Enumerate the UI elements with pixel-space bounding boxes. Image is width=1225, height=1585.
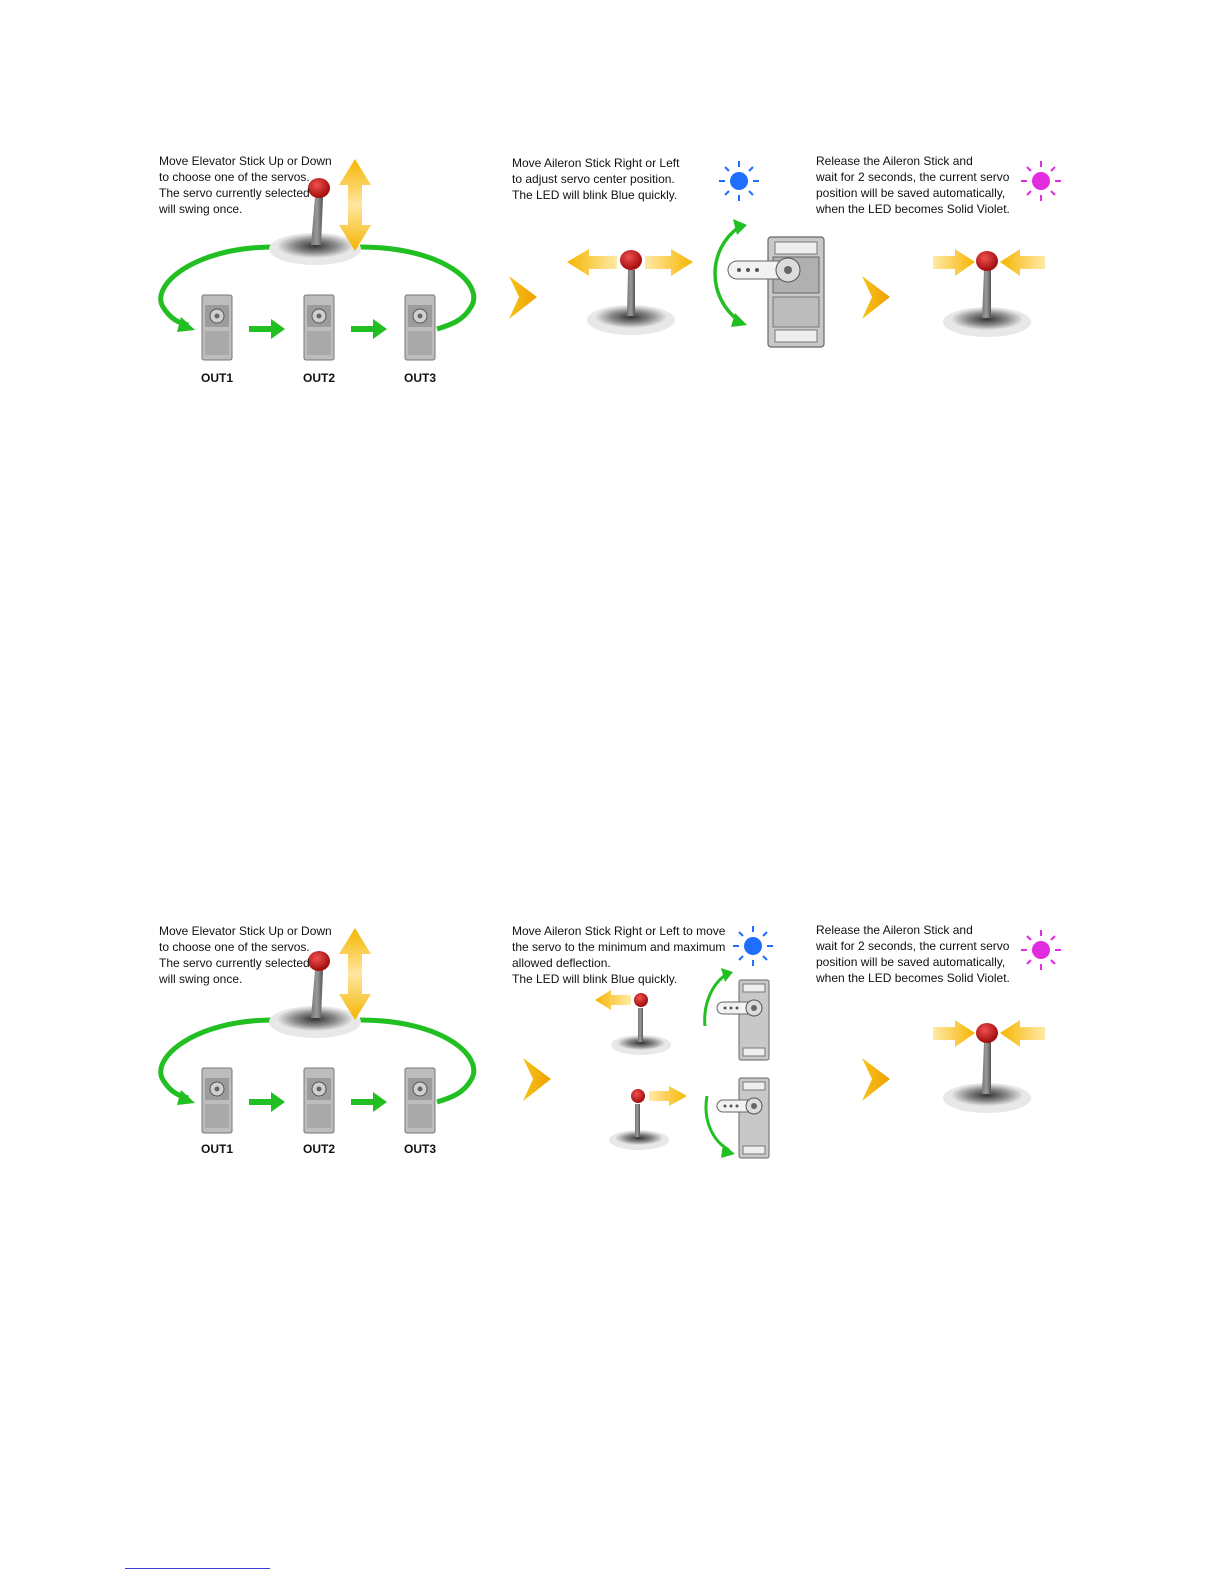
chevron-right-icon-2 (862, 276, 890, 319)
step2-caption: Move Aileron Stick Right or Left to adju… (512, 156, 680, 202)
servo-out2-icon (303, 294, 335, 361)
servo-out1-icon (201, 294, 233, 361)
servo-out3-icon-2 (404, 1067, 436, 1134)
step3-caption-2: Release the Aileron Stick and wait for 2… (816, 923, 1010, 985)
servo-out2-icon-2 (303, 1067, 335, 1134)
next-servo-arrow-icon-2 (249, 1092, 387, 1112)
swing-up-arrow-icon (703, 972, 728, 1027)
servo-center-diagram: Move Elevator Stick Up or Down to choose… (155, 145, 1061, 395)
up-down-arrow-icon-2 (339, 928, 371, 1020)
violet-led-icon-2 (1021, 930, 1061, 970)
blue-led-icon (719, 161, 759, 201)
out3-label-2: OUT3 (403, 1142, 436, 1156)
chevron-right-icon-3 (523, 1058, 551, 1101)
selection-loop-right-2 (359, 1017, 477, 1105)
out1-label-2: OUT1 (200, 1142, 233, 1156)
swing-arrow-icon (713, 219, 747, 327)
inward-arrows-icon-2 (933, 1020, 1045, 1047)
out1-label: OUT1 (200, 371, 233, 385)
selection-loop-arrowhead (177, 317, 195, 332)
inward-arrows-icon (933, 249, 1045, 276)
elevator-joystick (269, 178, 361, 265)
violet-led-icon (1021, 161, 1061, 201)
servo-endpoint-diagram: Move Elevator Stick Up or Down to choose… (155, 918, 1061, 1168)
chevron-right-icon-4 (862, 1058, 890, 1101)
right-arrow-icon (649, 1086, 687, 1106)
aileron-joystick (587, 250, 675, 335)
out3-label: OUT3 (403, 371, 436, 385)
servo-upper-icon (716, 979, 770, 1061)
servo-out1-icon-2 (201, 1067, 233, 1134)
step2-caption-2: Move Aileron Stick Right or Left to move… (512, 924, 726, 986)
chevron-right-icon (509, 276, 537, 319)
up-down-arrow-icon (339, 159, 371, 251)
step1-caption: Move Elevator Stick Up or Down to choose… (159, 154, 332, 216)
out2-label: OUT2 (302, 371, 335, 385)
centered-joystick (943, 251, 1031, 337)
step3-caption: Release the Aileron Stick and wait for 2… (816, 154, 1010, 216)
joystick-left-small (595, 990, 671, 1055)
left-arrow-icon (595, 990, 631, 1010)
servo-large-icon (727, 236, 825, 348)
diagram-graphics (158, 159, 1061, 361)
servo-lower-icon (716, 1077, 770, 1159)
centered-joystick-2 (943, 1023, 1031, 1113)
elevator-joystick-2 (269, 951, 361, 1038)
diagram-graphics-2 (158, 926, 1061, 1159)
selection-loop-right (359, 244, 477, 332)
blue-led-icon-2 (733, 926, 773, 966)
left-right-arrow-icon (567, 249, 693, 276)
joystick-right-small (609, 1086, 687, 1150)
selection-loop-arrowhead-2 (177, 1090, 195, 1105)
footnote-separator (125, 1568, 270, 1569)
next-servo-arrow-icon (249, 319, 387, 339)
step1-caption-2: Move Elevator Stick Up or Down to choose… (159, 924, 332, 986)
servo-out3-icon (404, 294, 436, 361)
out2-label-2: OUT2 (302, 1142, 335, 1156)
